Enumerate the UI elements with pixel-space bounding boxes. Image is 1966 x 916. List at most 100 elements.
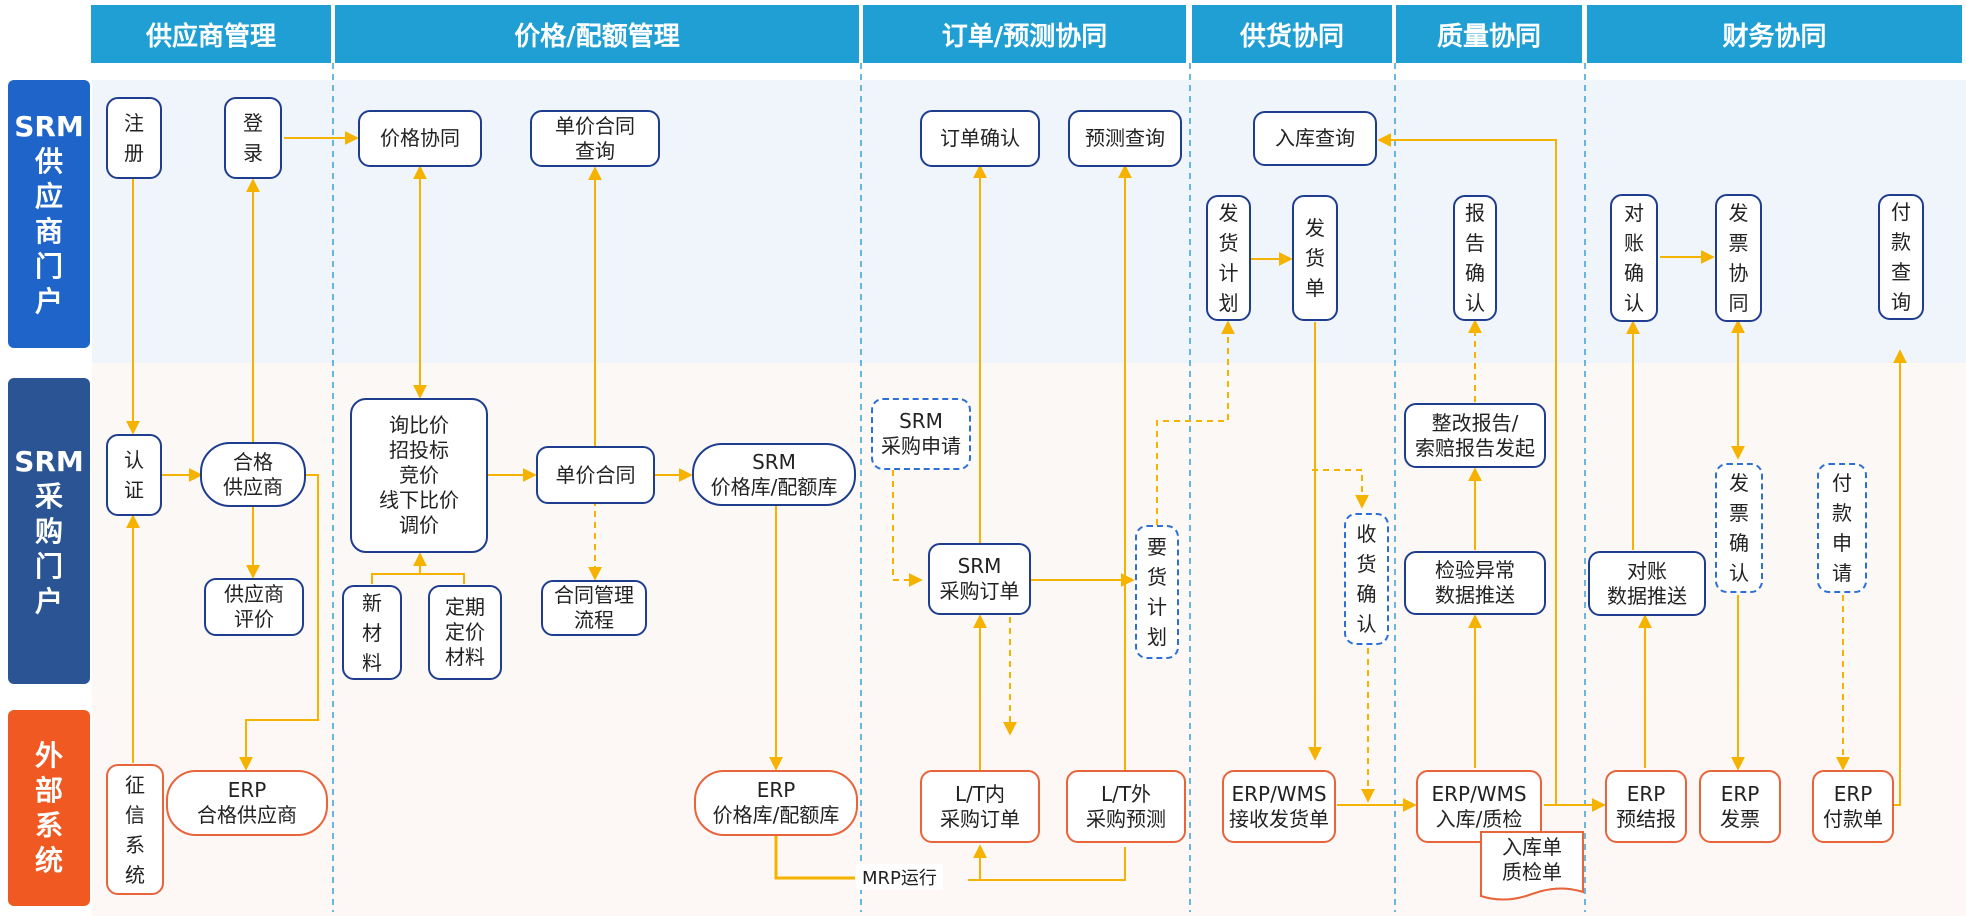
lane-label: SRM bbox=[14, 444, 84, 478]
node-xunbijia: 询比价招投标竞价线下比价调价 bbox=[350, 398, 488, 553]
node-text: 数据推送 bbox=[1435, 583, 1515, 607]
node-danjia-chaxun: 单价合同查询 bbox=[530, 110, 660, 167]
node-text: 整改报告/ bbox=[1431, 410, 1519, 435]
document-shape bbox=[1480, 831, 1584, 901]
node-text: 招投标 bbox=[389, 438, 449, 462]
node-yuce-chaxun: 预测查询 bbox=[1068, 110, 1182, 167]
node-text: 采购申请 bbox=[881, 434, 961, 458]
node-text: 订单确认 bbox=[940, 126, 1020, 150]
node-text: 查 bbox=[1891, 260, 1911, 284]
node-text: 款 bbox=[1832, 501, 1852, 525]
lane-external-system: 外部系统 bbox=[8, 710, 90, 906]
node-danjia-hetong: 单价合同 bbox=[536, 446, 655, 504]
node-zhuce: 注册 bbox=[106, 97, 162, 179]
node-text: 价格协同 bbox=[380, 126, 460, 150]
node-text: 确 bbox=[1465, 261, 1485, 285]
lane-label: 采 bbox=[34, 479, 63, 513]
node-text: ERP/WMS bbox=[1431, 781, 1527, 806]
node-text: 货 bbox=[1356, 552, 1377, 576]
node-text: 认 bbox=[1729, 561, 1749, 585]
arrow-mrp-lt bbox=[968, 847, 1126, 881]
node-text: ERP bbox=[1626, 781, 1666, 806]
node-text: 单 bbox=[1305, 276, 1325, 300]
node-text: 票 bbox=[1728, 231, 1749, 255]
node-text: 预测查询 bbox=[1085, 126, 1165, 150]
node-text: 质检单 bbox=[1502, 860, 1562, 884]
node-hege: 合格供应商 bbox=[200, 442, 306, 507]
node-text: 付款单 bbox=[1823, 806, 1883, 831]
node-duizhang-queren: 对账确认 bbox=[1610, 194, 1658, 322]
node-shouhuo: 收货确认 bbox=[1344, 513, 1389, 645]
node-text: ERP bbox=[227, 778, 267, 802]
node-fapiao-queren: 发票确认 bbox=[1715, 463, 1763, 593]
node-lt-wai: L/T外采购预测 bbox=[1066, 770, 1186, 843]
node-text: 系 bbox=[125, 832, 145, 857]
lane-label: 统 bbox=[34, 844, 63, 877]
node-ruku-chaxun: 入库查询 bbox=[1253, 111, 1377, 166]
lane-label: 外 bbox=[34, 739, 63, 772]
header-quality: 质量协同 bbox=[1396, 5, 1582, 63]
node-text: ERP/WMS bbox=[1231, 781, 1327, 806]
node-text: 发 bbox=[1218, 201, 1239, 225]
node-text: 收 bbox=[1356, 522, 1377, 546]
node-text: 货 bbox=[1305, 246, 1325, 270]
header-finance: 财务协同 bbox=[1587, 5, 1962, 63]
lane-label: 门 bbox=[34, 549, 63, 583]
lane-label: 门 bbox=[34, 250, 63, 283]
node-lt-nei: L/T内采购订单 bbox=[920, 770, 1040, 843]
node-text: 供应商 bbox=[223, 474, 283, 499]
node-denglu: 登录 bbox=[224, 97, 282, 179]
node-text: 采购订单 bbox=[940, 806, 1020, 831]
node-text: 查询 bbox=[575, 138, 615, 163]
node-text: ERP bbox=[756, 778, 796, 802]
node-text: 付 bbox=[1891, 200, 1911, 224]
node-zhengxin: 征信系统 bbox=[106, 764, 164, 895]
lane-label: 应 bbox=[34, 180, 63, 213]
node-text: 认 bbox=[1465, 291, 1485, 315]
header-supplier-mgmt: 供应商管理 bbox=[91, 5, 331, 63]
node-renzheng: 认证 bbox=[106, 434, 162, 516]
node-text: 合格 bbox=[233, 449, 273, 474]
node-text: 确 bbox=[1624, 261, 1644, 285]
node-text: 注 bbox=[124, 111, 144, 135]
node-text: 定价 bbox=[445, 620, 485, 644]
arrow-erpwms-shouhuo bbox=[1312, 469, 1369, 509]
node-text: 确 bbox=[1729, 531, 1749, 555]
lane-label: 部 bbox=[34, 774, 63, 807]
node-text: 发 bbox=[1305, 216, 1325, 240]
node-text: 证 bbox=[124, 478, 144, 502]
lane-label: 供 bbox=[34, 145, 63, 178]
node-text: 发 bbox=[1729, 471, 1749, 495]
node-text: 货 bbox=[1147, 565, 1167, 589]
node-text: 发 bbox=[1728, 201, 1749, 225]
lane-label: 商 bbox=[34, 215, 63, 248]
node-yaohuo: 要货计划 bbox=[1135, 525, 1179, 659]
node-text: 统 bbox=[125, 862, 145, 887]
arrow-yaohuo-fahuojihua bbox=[1156, 320, 1235, 525]
node-text: 调价 bbox=[399, 513, 439, 537]
node-text: ERP bbox=[1720, 781, 1760, 806]
node-text: SRM bbox=[957, 554, 1002, 578]
arrow-cailiao-xunbijia bbox=[371, 555, 465, 584]
lane-label: 户 bbox=[34, 584, 63, 618]
node-rukudan-text: 入库单质检单 bbox=[1481, 832, 1583, 888]
lane-label: 系 bbox=[34, 809, 63, 842]
node-text: 票 bbox=[1729, 501, 1749, 525]
node-text: 接收发货单 bbox=[1229, 806, 1329, 831]
node-text: 新 bbox=[362, 590, 382, 615]
arrow-hege-erp bbox=[239, 474, 319, 771]
node-xincailiao: 新材料 bbox=[342, 585, 402, 680]
node-text: 认 bbox=[1356, 612, 1377, 636]
node-fahuodan: 发货单 bbox=[1292, 195, 1338, 321]
node-duizhang-tuisong: 对账数据推送 bbox=[1588, 551, 1706, 616]
node-dingdan-queren: 订单确认 bbox=[920, 110, 1040, 167]
node-text: 入库查询 bbox=[1275, 126, 1355, 150]
node-text: 线下比价 bbox=[379, 488, 459, 512]
node-text: 询 bbox=[1891, 290, 1911, 314]
node-text: 发票 bbox=[1720, 806, 1760, 831]
node-text: 账 bbox=[1624, 231, 1644, 255]
